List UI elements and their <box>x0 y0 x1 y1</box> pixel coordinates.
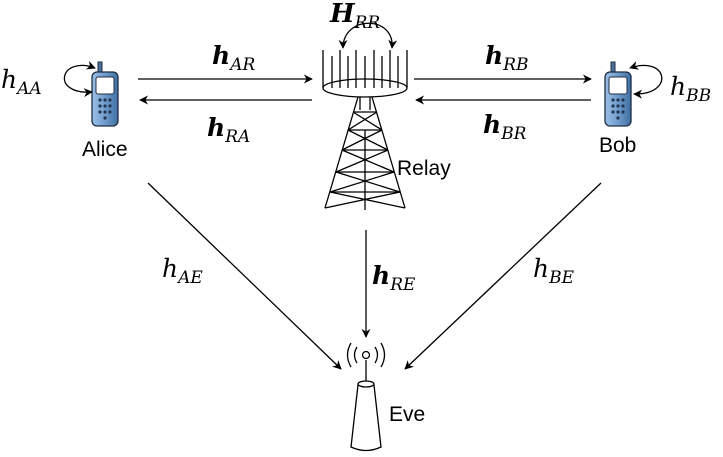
bob-phone-icon <box>604 61 632 127</box>
alice-phone-icon <box>91 61 119 127</box>
channel-label-h-aa: hAA <box>1 65 42 99</box>
channel-label-h-rb: hRB <box>485 41 528 75</box>
node-label-eve: Eve <box>389 403 425 426</box>
channel-label-h-ae: hAE <box>162 254 203 288</box>
channel-label-h-ar: hAR <box>212 41 255 75</box>
node-label-relay: Relay <box>397 157 451 180</box>
relay-self-loop <box>338 22 398 49</box>
eavesdropper-antenna-icon <box>346 342 386 452</box>
relay-tower-icon <box>322 50 408 210</box>
channel-label-h-bb: hBB <box>670 72 711 106</box>
channel-label-h-re: hRE <box>372 261 416 295</box>
channel-label-h-ra: hRA <box>207 113 250 147</box>
channel-label-h-be: hBE <box>533 254 575 288</box>
node-label-bob: Bob <box>599 134 636 157</box>
bob-self-loop <box>629 61 663 99</box>
channel-label-H-rr: HRR <box>329 0 380 33</box>
node-label-alice: Alice <box>82 138 128 161</box>
link-alice-to-eve <box>147 182 342 370</box>
channel-label-h-br: hBR <box>483 110 527 144</box>
link-bob-to-eve <box>404 182 602 370</box>
alice-self-loop <box>63 60 96 98</box>
